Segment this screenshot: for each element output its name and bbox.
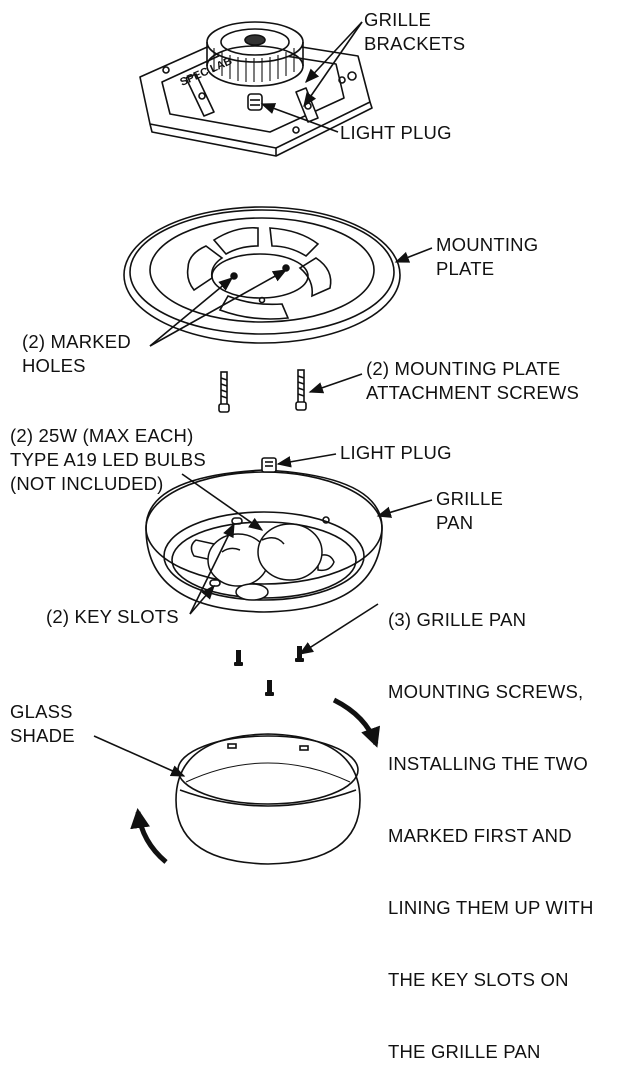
label-light-plug-top: LIGHT PLUG	[340, 122, 452, 143]
attachment-screw-left	[218, 371, 230, 413]
grille-pan-screw-1	[234, 650, 243, 666]
light-plug-pan	[261, 457, 277, 473]
label-grille-pan-screws: (3) GRILLE PAN MOUNTING SCREWS, INSTALLI…	[388, 609, 594, 1062]
glass-shade	[175, 733, 361, 865]
label-led-bulbs: (2) 25W (MAX EACH)TYPE A19 LED BULBS(NOT…	[10, 425, 206, 494]
grille-pan-screw-3	[265, 680, 274, 696]
fan-housing	[139, 21, 373, 157]
grille-bracket-left	[185, 73, 215, 117]
label-key-slots: (2) KEY SLOTS	[46, 606, 179, 627]
mounting-plate	[123, 206, 401, 344]
attachment-screw-right	[295, 369, 307, 411]
blower-wheel	[206, 21, 304, 87]
label-light-plug-mid: LIGHT PLUG	[340, 442, 452, 463]
grille-pan-screw-2	[295, 646, 304, 662]
light-plug-housing	[247, 93, 263, 111]
exploded-assembly-diagram: SPEC LAB	[93, 21, 433, 865]
rotation-arrow-right	[332, 697, 381, 748]
leader-lines	[93, 21, 433, 777]
rotation-arrow-left	[130, 808, 168, 864]
